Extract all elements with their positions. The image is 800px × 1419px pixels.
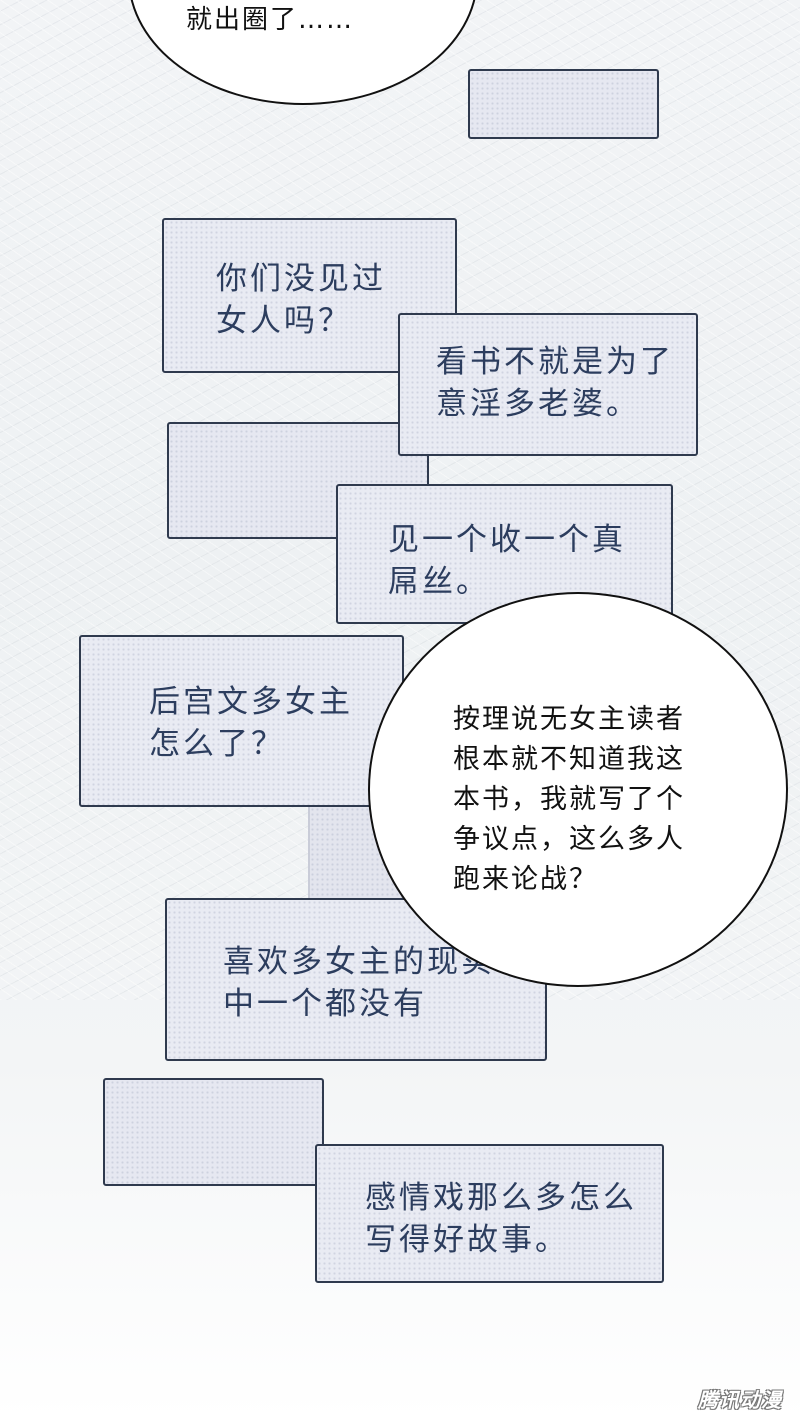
- main-bubble-text: 按理说无女主读者 根本就不知道我这 本书，我就写了个 争议点，这么多人 跑来论战…: [453, 704, 685, 895]
- comment-line: 中一个都没有: [223, 986, 427, 1022]
- comment-line: 意淫多老婆。: [436, 386, 640, 422]
- comment-line: 女人吗？: [216, 303, 352, 339]
- comment-line: 看书不就是为了: [436, 344, 674, 380]
- comment-line: 见一个收一个真: [388, 522, 626, 558]
- watermark-logo: 腾讯动漫: [698, 1388, 782, 1412]
- empty-comment-box: [103, 1078, 324, 1186]
- comment-box: 看书不就是为了 意淫多老婆。: [398, 313, 698, 456]
- comment-box: 感情戏那么多怎么 写得好故事。: [315, 1144, 664, 1283]
- comment-line: 写得好故事。: [365, 1222, 569, 1258]
- comment-line: 喜欢多女主的现实: [223, 944, 495, 980]
- comment-box: 后宫文多女主 怎么了？: [79, 635, 404, 807]
- comment-line: 怎么了？: [149, 726, 285, 762]
- empty-comment-box: [468, 69, 659, 139]
- main-speech-bubble: 按理说无女主读者 根本就不知道我这 本书，我就写了个 争议点，这么多人 跑来论战…: [368, 592, 788, 987]
- comment-line: 屌丝。: [388, 564, 490, 600]
- comment-line: 感情戏那么多怎么: [365, 1180, 637, 1216]
- top-bubble-text: 就出圈了……: [186, 5, 355, 35]
- comment-line: 你们没见过: [216, 261, 386, 297]
- comment-line: 后宫文多女主: [149, 684, 353, 720]
